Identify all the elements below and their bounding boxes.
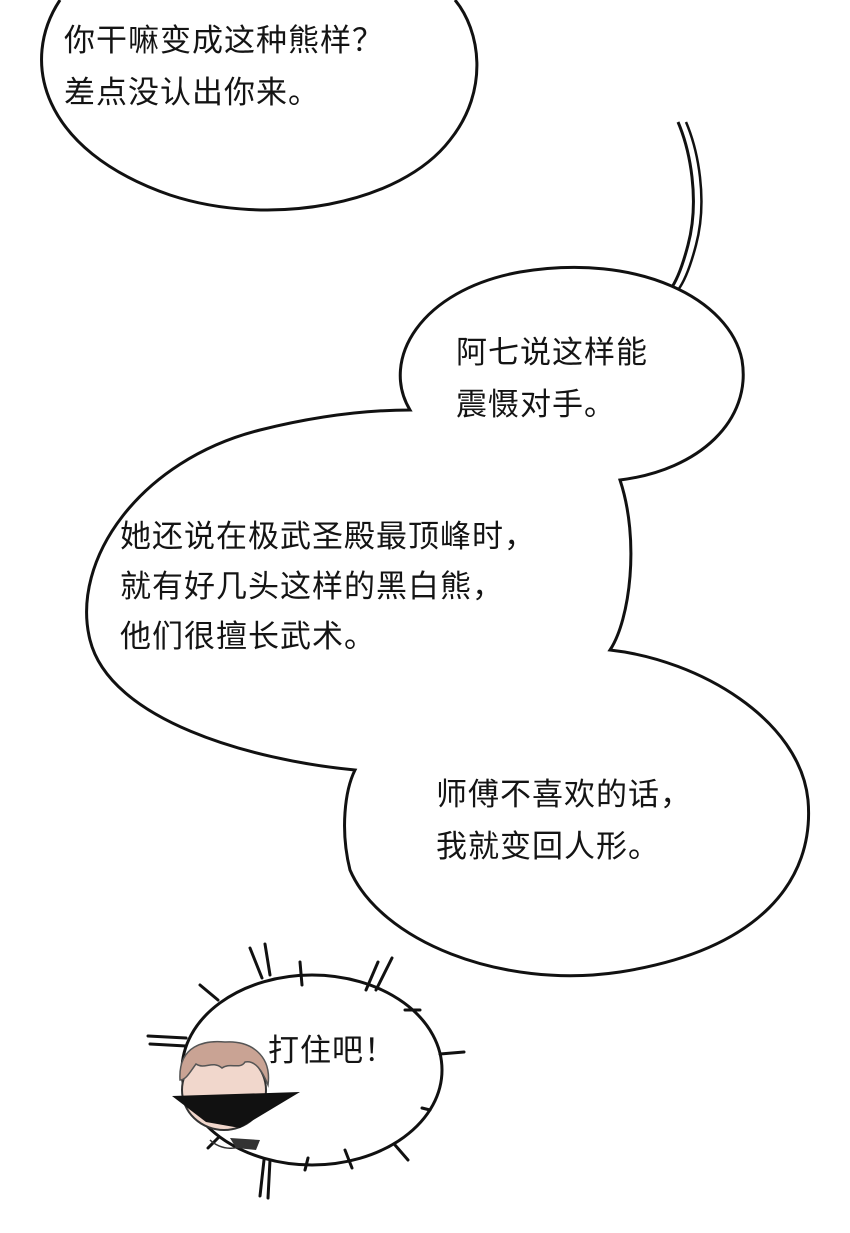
cloud-bubble bbox=[85, 265, 811, 978]
bubble-tail bbox=[668, 121, 695, 291]
bubble-2-line-1: 阿七说这样能 bbox=[456, 335, 648, 371]
bubble-3-line-1: 她还说在极武圣殿最顶峰时， bbox=[120, 519, 536, 555]
bubble-3-line-3: 他们很擅长武术。 bbox=[120, 619, 376, 655]
bubble-1-line-2: 差点没认出你来。 bbox=[64, 75, 320, 111]
bubble-4-line-1: 师傅不喜欢的话， bbox=[436, 777, 692, 813]
chibi-character bbox=[172, 1040, 300, 1150]
speech-bubble-1 bbox=[40, 0, 479, 212]
bubble-4-line-2: 我就变回人形。 bbox=[436, 829, 660, 865]
bubble-1-line-1: 你干嘛变成这种熊样？ bbox=[64, 23, 384, 59]
bubble-2-line-2: 震慑对手。 bbox=[456, 387, 616, 423]
bubble-3-line-2: 就有好几头这样的黑白熊， bbox=[120, 569, 504, 605]
bubble-5-line-1: 打住吧！ bbox=[268, 1033, 396, 1069]
